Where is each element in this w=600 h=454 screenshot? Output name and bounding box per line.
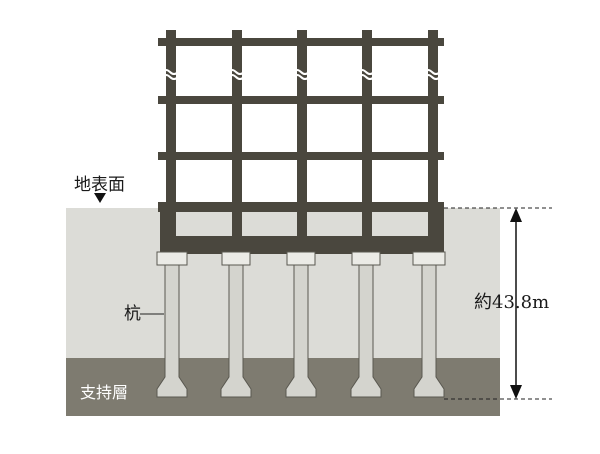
column-top-4 bbox=[362, 30, 372, 38]
pile-2 bbox=[220, 251, 252, 398]
building-frame bbox=[158, 30, 444, 254]
pile-label: 杭 bbox=[124, 304, 141, 324]
pile-5 bbox=[412, 251, 446, 398]
column-top-5 bbox=[428, 30, 438, 38]
dim-arrow-head-top bbox=[510, 208, 522, 222]
column-top-2 bbox=[232, 30, 242, 38]
column-5 bbox=[428, 38, 438, 252]
column-2 bbox=[232, 38, 242, 252]
pile-3 bbox=[285, 251, 317, 398]
column-4 bbox=[362, 38, 372, 252]
triangle-down-icon bbox=[94, 193, 106, 203]
depth-label: 約43.8m bbox=[474, 292, 550, 313]
column-top-3 bbox=[297, 30, 307, 38]
pile-4 bbox=[350, 251, 382, 398]
bearing-layer-label: 支持層 bbox=[80, 383, 129, 402]
dim-arrow-head-bottom bbox=[510, 385, 522, 399]
pile-1 bbox=[156, 251, 188, 398]
basement-slab bbox=[160, 236, 444, 254]
column-3 bbox=[297, 38, 307, 252]
wavy-break-icon bbox=[161, 69, 441, 80]
ground-surface-label: 地表面 bbox=[74, 175, 125, 195]
piles bbox=[156, 251, 446, 398]
column-1 bbox=[166, 38, 176, 252]
column-top-1 bbox=[166, 30, 176, 38]
